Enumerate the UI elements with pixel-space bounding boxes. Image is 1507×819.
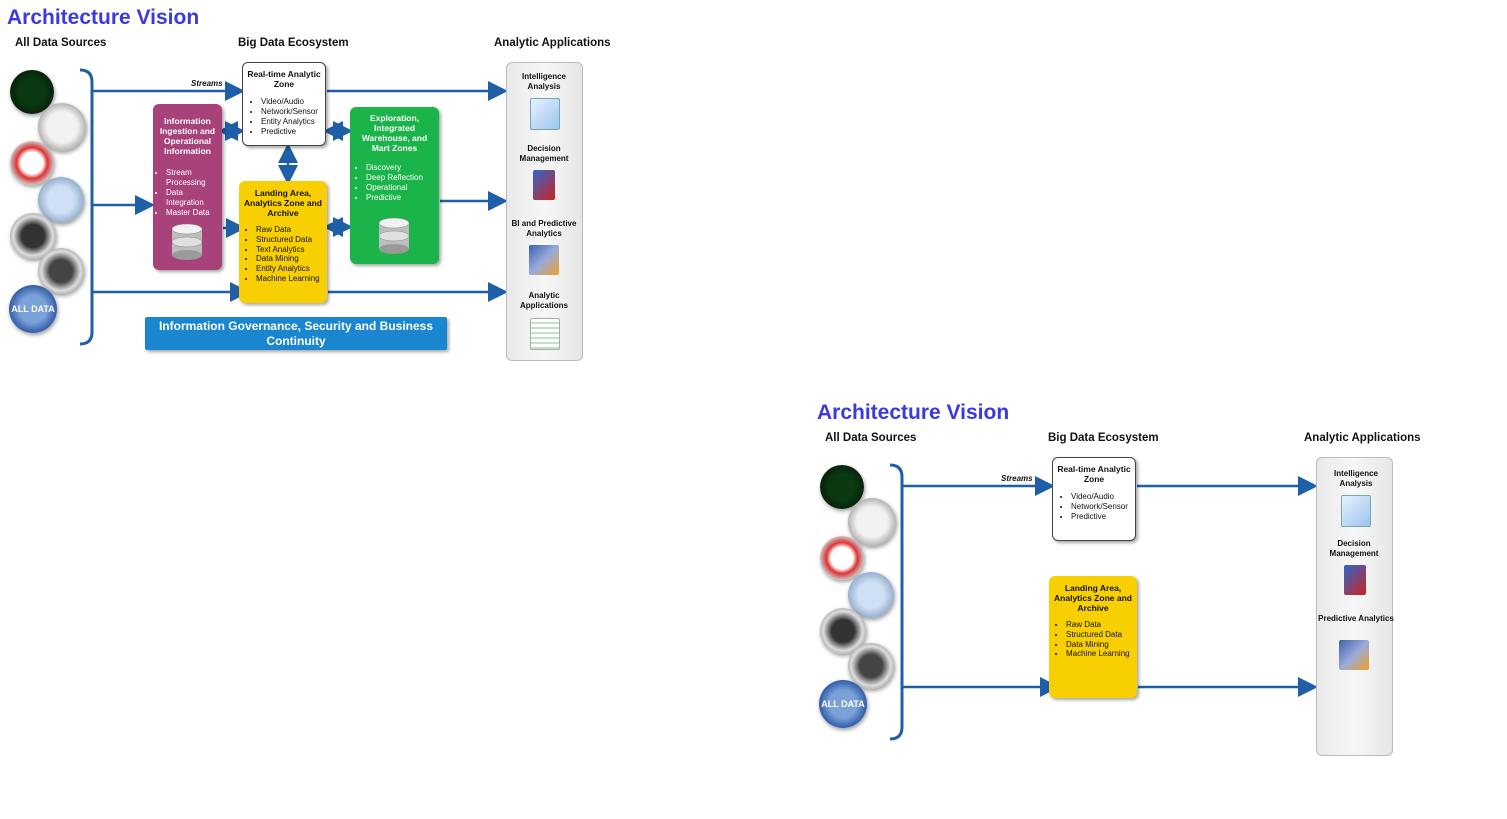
app-label-intelligence: Intelligence Analysis	[521, 72, 566, 91]
list-item: Text Analytics	[256, 245, 324, 255]
streams-label: Streams	[1001, 474, 1033, 483]
list-item: Structured Data	[1066, 630, 1134, 640]
list-item: Operational	[366, 183, 436, 193]
diagram-title: Architecture Vision	[7, 6, 200, 29]
column-header-ecosystem: Big Data Ecosystem	[238, 37, 349, 49]
app-label-predictive: Predictive Analytics	[1318, 614, 1394, 623]
analytic-applications-icon	[530, 318, 560, 350]
list-item: Deep Reflection	[366, 173, 436, 183]
flow-arrows	[889, 463, 1318, 741]
documents-icon	[38, 103, 86, 151]
landing-list: Raw Data Structured Data Text Analytics …	[242, 225, 324, 284]
column-header-apps: Analytic Applications	[1304, 432, 1421, 444]
ingestion-title: Information Ingestion and Operational In…	[159, 116, 216, 156]
radio-tower-icon	[820, 536, 864, 580]
list-item: Predictive	[1071, 512, 1131, 522]
exploration-warehouse-box: Exploration, Integrated Warehouse, and M…	[350, 107, 439, 264]
flow-arrows	[79, 68, 508, 346]
list-item: Entity Analytics	[261, 117, 321, 127]
list-item: Data Integration	[166, 188, 219, 208]
list-item: Network/Sensor	[1071, 502, 1131, 512]
list-item: Raw Data	[1066, 620, 1134, 630]
realtime-list: Video/Audio Network/Sensor Predictive	[1057, 492, 1131, 522]
landing-title: Landing Area, Analytics Zone and Archive	[244, 188, 322, 218]
streams-label: Streams	[191, 79, 223, 88]
app-label-analytic-applications: Analytic Applications	[519, 291, 568, 310]
mobile-phone-icon	[38, 248, 84, 294]
binary-data-icon	[10, 70, 54, 114]
audio-speaker-icon	[38, 177, 84, 223]
list-item: Predictive	[366, 193, 436, 203]
app-label-decision: Decision Management	[1329, 539, 1379, 558]
radio-tower-icon	[10, 141, 54, 185]
app-label-intelligence: Intelligence Analysis	[1333, 469, 1378, 488]
list-item: Video/Audio	[1071, 492, 1131, 502]
binary-data-icon	[820, 465, 864, 509]
documents-icon	[848, 498, 896, 546]
all-data-icon: ALL DATA	[9, 285, 57, 333]
list-item: Raw Data	[256, 225, 324, 235]
list-item: Stream Processing	[166, 168, 219, 188]
list-item: Predictive	[261, 127, 321, 137]
realtime-list: Video/Audio Network/Sensor Entity Analyt…	[247, 97, 321, 137]
landing-area-box: Landing Area, Analytics Zone and Archive…	[239, 181, 327, 303]
list-item: Machine Learning	[1066, 649, 1134, 659]
mobile-phone-icon	[848, 643, 894, 689]
column-header-apps: Analytic Applications	[494, 37, 611, 49]
realtime-analytic-zone: Real-time Analytic Zone Video/Audio Netw…	[1052, 457, 1136, 541]
intelligence-analysis-icon	[530, 98, 560, 130]
realtime-analytic-zone: Real-time Analytic Zone Video/Audio Netw…	[242, 62, 326, 146]
landing-title: Landing Area, Analytics Zone and Archive	[1054, 583, 1132, 613]
database-icon	[171, 223, 203, 260]
list-item: Network/Sensor	[261, 107, 321, 117]
diagram-title: Architecture Vision	[817, 401, 1010, 424]
column-header-sources: All Data Sources	[825, 432, 917, 444]
landing-list: Raw Data Structured Data Data Mining Mac…	[1052, 620, 1134, 659]
list-item: Machine Learning	[256, 274, 324, 284]
column-header-ecosystem: Big Data Ecosystem	[1048, 432, 1159, 444]
list-item: Master Data	[166, 208, 219, 218]
list-item: Data Mining	[256, 254, 324, 264]
predictive-analytics-icon	[1339, 640, 1369, 670]
ingestion-list: Stream Processing Data Integration Maste…	[156, 168, 219, 218]
realtime-title: Real-time Analytic Zone	[247, 69, 321, 89]
list-item: Entity Analytics	[256, 264, 324, 274]
realtime-title: Real-time Analytic Zone	[1057, 464, 1131, 484]
database-icon	[378, 217, 410, 254]
list-item: Discovery	[366, 163, 436, 173]
bi-predictive-icon	[529, 245, 559, 275]
exploration-list: Discovery Deep Reflection Operational Pr…	[353, 163, 436, 203]
information-ingestion-box: Information Ingestion and Operational In…	[153, 104, 222, 270]
governance-banner: Information Governance, Security and Bus…	[145, 317, 447, 350]
decision-management-icon	[533, 170, 555, 200]
app-label-bi-predictive: BI and Predictive Analytics	[511, 219, 577, 238]
all-data-icon: ALL DATA	[819, 680, 867, 728]
column-header-sources: All Data Sources	[15, 37, 107, 49]
list-item: Data Mining	[1066, 640, 1134, 650]
list-item: Structured Data	[256, 235, 324, 245]
landing-area-box: Landing Area, Analytics Zone and Archive…	[1049, 576, 1137, 698]
intelligence-analysis-icon	[1341, 495, 1371, 527]
list-item: Video/Audio	[261, 97, 321, 107]
exploration-title: Exploration, Integrated Warehouse, and M…	[361, 113, 428, 153]
app-label-decision: Decision Management	[519, 144, 569, 163]
audio-speaker-icon	[848, 572, 894, 618]
decision-management-icon	[1344, 565, 1366, 595]
